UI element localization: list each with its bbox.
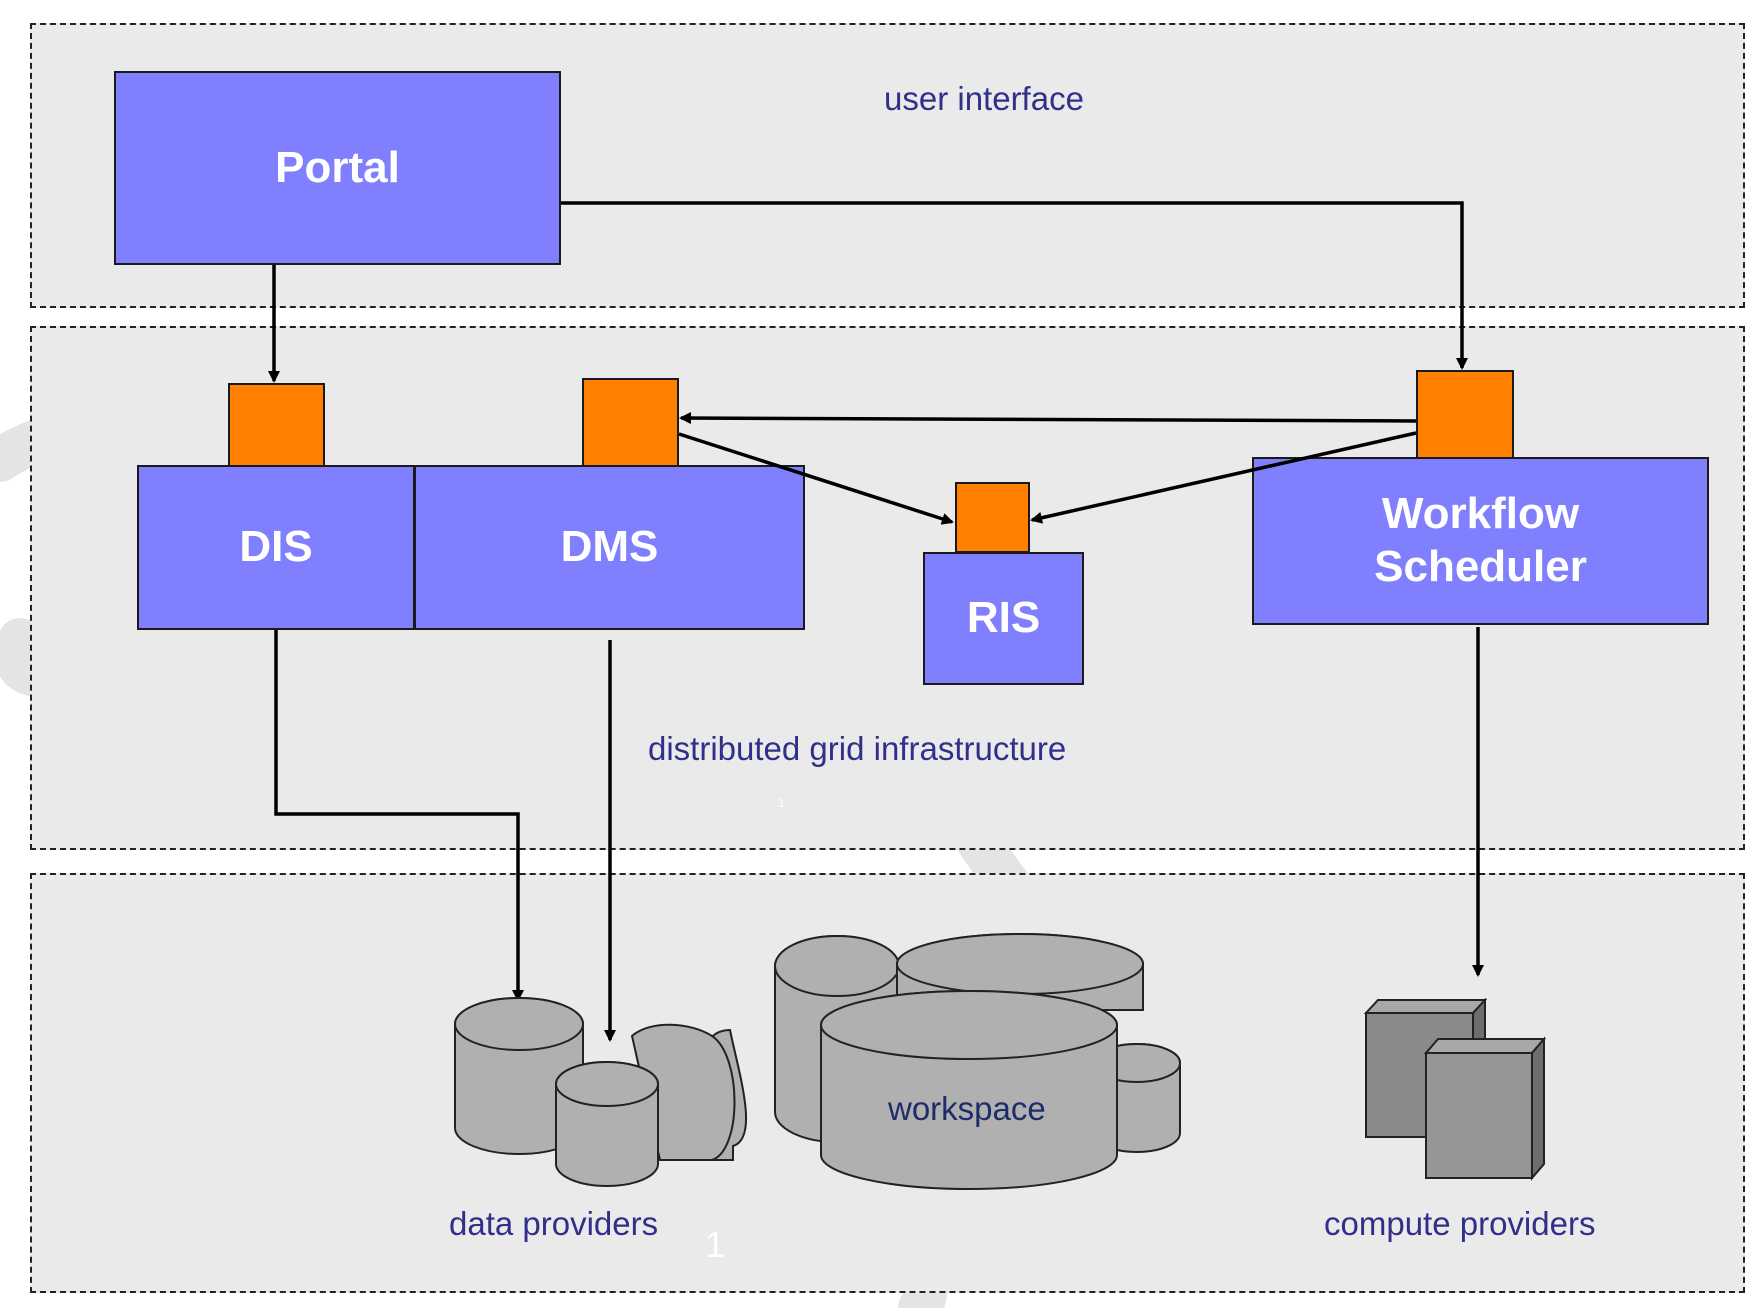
page-mark-large: 1 (705, 1224, 726, 1265)
arrow-dis-to-data-providers (274, 630, 524, 1002)
dis-interface-port (228, 383, 325, 467)
data-providers-storage-icon (454, 997, 747, 1187)
grid-infrastructure-label: distributed grid infrastructure (648, 730, 1067, 767)
compute-providers-label: compute providers (1324, 1205, 1596, 1242)
arrow-workflow-to-dms (679, 412, 1417, 425)
dms-interface-port (582, 378, 679, 467)
arrow-workflow-to-ris (1030, 431, 1417, 524)
portal-label: Portal (275, 142, 400, 192)
user-interface-label: user interface (884, 80, 1084, 117)
arrow-dms-to-ris (678, 432, 954, 525)
compute-providers-server-icon (1363, 997, 1547, 1181)
workflow-scheduler-box: Workflow Scheduler (1252, 457, 1709, 625)
ris-label: RIS (966, 593, 1041, 643)
ris-interface-port (955, 482, 1030, 553)
workflow-interface-port (1416, 370, 1514, 459)
portal-box: Portal (114, 71, 561, 265)
ris-box: RIS (923, 552, 1084, 685)
workspace-storage-icon (774, 933, 1181, 1190)
arrow-portal-to-workflow (561, 201, 1468, 370)
page-mark-small: 1 (778, 796, 785, 810)
dms-label: DMS (560, 522, 659, 572)
workflow-label-line1: Workflow (1381, 489, 1580, 539)
data-providers-label: data providers (449, 1205, 659, 1242)
workspace-label: workspace (888, 1090, 1046, 1127)
dis-box: DIS (137, 465, 415, 630)
workflow-label-line2: Scheduler (1374, 542, 1587, 591)
dis-label: DIS (239, 522, 313, 572)
